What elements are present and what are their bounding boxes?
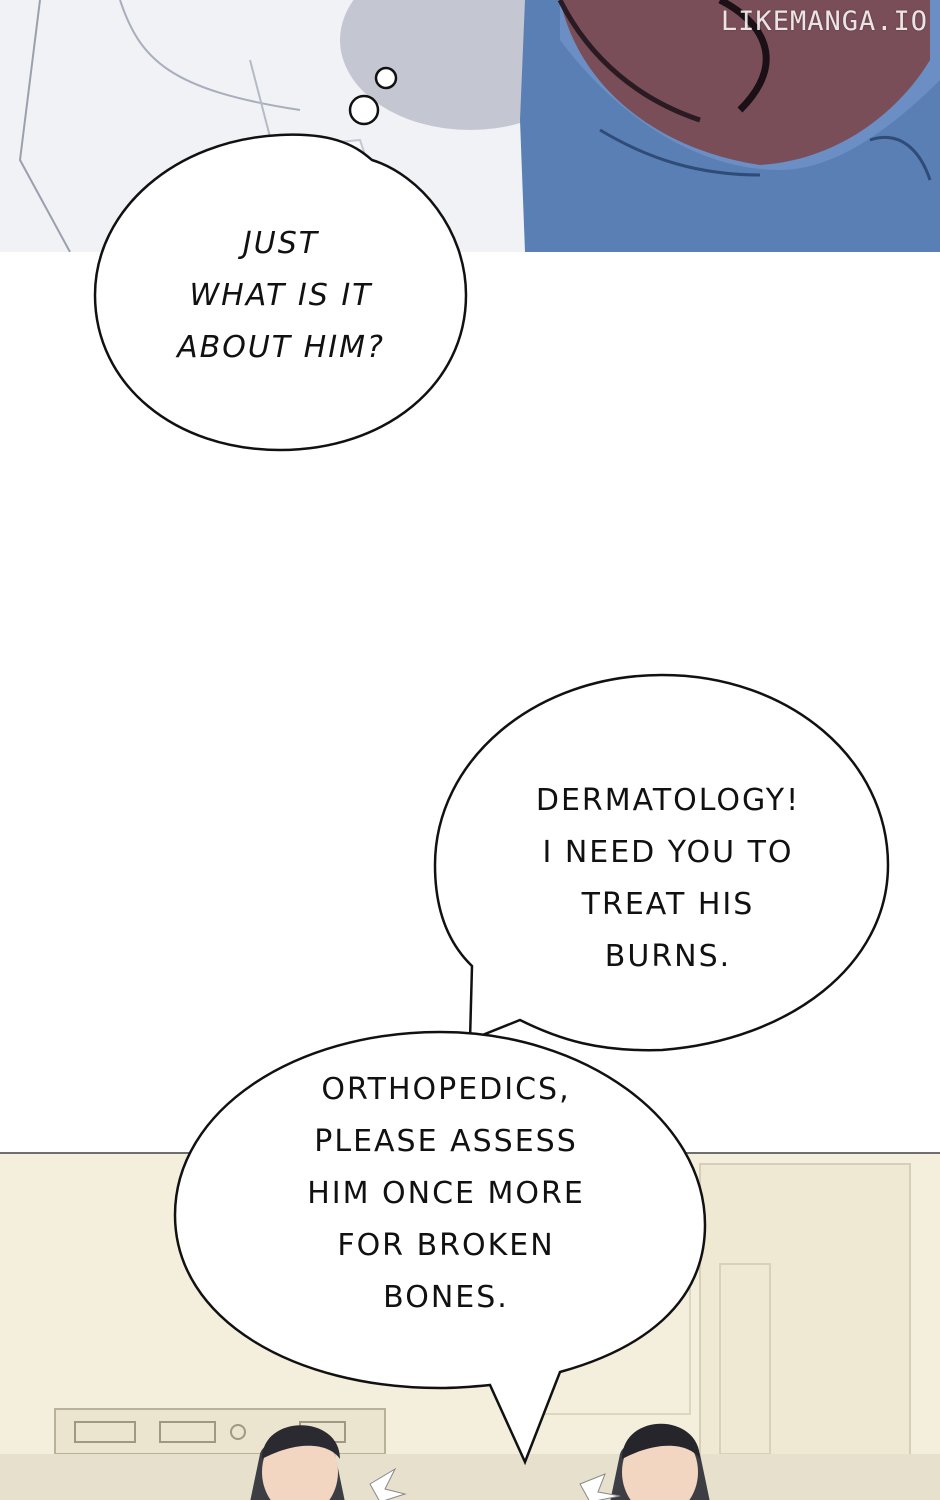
watermark: LIKEMANGA.IO bbox=[720, 6, 928, 37]
doctor-right bbox=[610, 1423, 710, 1500]
thought-line: JUST bbox=[242, 226, 320, 261]
speech-bubble-orthopedics bbox=[173, 1030, 707, 1466]
thought-text: JUST WHAT IS IT ABOUT HIM? bbox=[150, 218, 412, 374]
orthopedics-line: FOR BROKEN bbox=[337, 1228, 555, 1263]
dermatology-text: DERMATOLOGY! I NEED YOU TO TREAT HIS BUR… bbox=[518, 775, 818, 983]
dermatology-line: TREAT HIS bbox=[581, 887, 755, 922]
orthopedics-text: ORTHOPEDICS, PLEASE ASSESS HIM ONCE MORE… bbox=[290, 1064, 602, 1324]
thought-dot-medium bbox=[348, 94, 380, 126]
dermatology-line: BURNS. bbox=[604, 939, 732, 974]
speech-bubble-dermatology bbox=[433, 673, 890, 1052]
top-panel-art bbox=[0, 0, 940, 252]
top-panel: LIKEMANGA.IO bbox=[0, 0, 940, 252]
neck-skin bbox=[560, 0, 930, 165]
cabinet bbox=[699, 1163, 911, 1500]
dermatology-line: DERMATOLOGY! bbox=[535, 783, 801, 818]
thought-line: WHAT IS IT bbox=[189, 278, 373, 313]
orthopedics-line: ORTHOPEDICS, bbox=[321, 1072, 571, 1107]
orthopedics-line: PLEASE ASSESS bbox=[314, 1124, 578, 1159]
dermatology-line: I NEED YOU TO bbox=[542, 835, 794, 870]
thought-line: ABOUT HIM? bbox=[177, 330, 385, 365]
orthopedics-line: HIM ONCE MORE bbox=[307, 1176, 585, 1211]
doctor-left bbox=[250, 1425, 345, 1500]
thought-dot-small bbox=[374, 66, 398, 90]
orthopedics-line: BONES. bbox=[383, 1280, 509, 1315]
thought-bubble bbox=[93, 133, 468, 452]
